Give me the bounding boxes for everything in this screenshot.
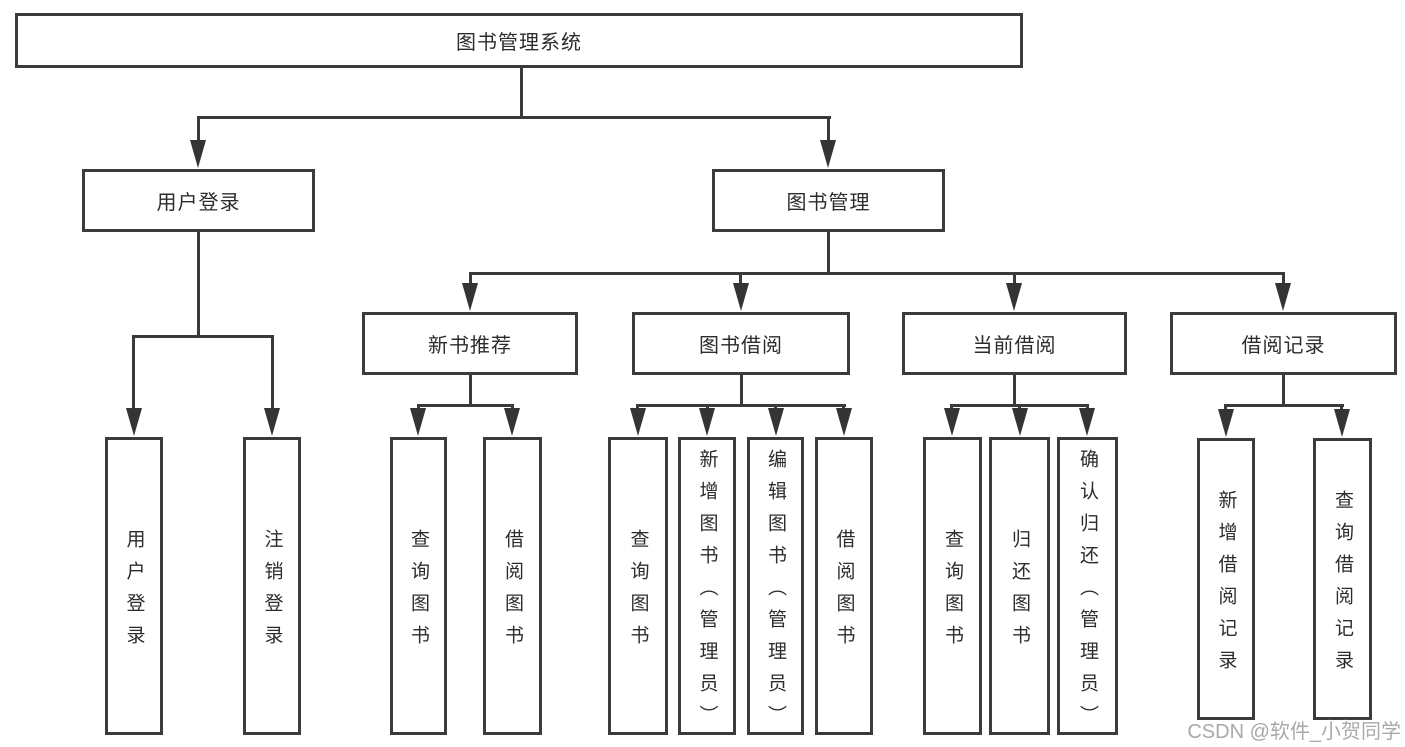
edge-line bbox=[1224, 404, 1344, 407]
leaf-cb-confirm-return-admin-label: 确认归还（管理员） bbox=[1077, 448, 1098, 737]
leaf-br-add-record: 新增借阅记录 bbox=[1197, 438, 1255, 720]
leaf-cb-query-books-label: 查询图书 bbox=[942, 528, 963, 657]
node-new-book-recommend-label: 新书推荐 bbox=[428, 335, 512, 357]
edge-line bbox=[827, 116, 830, 143]
leaf-user-login-label: 用户登录 bbox=[123, 528, 145, 657]
arrow-down-icon bbox=[190, 140, 206, 168]
arrow-down-icon bbox=[126, 408, 142, 436]
edge-line bbox=[1013, 272, 1016, 285]
edge-line bbox=[469, 272, 1285, 275]
leaf-br-query-record: 查询借阅记录 bbox=[1313, 438, 1372, 720]
leaf-bb-query-books: 查询图书 bbox=[608, 437, 668, 735]
edge-line bbox=[469, 272, 472, 285]
leaf-br-add-record-label: 新增借阅记录 bbox=[1215, 489, 1237, 682]
arrow-down-icon bbox=[1218, 409, 1234, 437]
arrow-down-icon bbox=[820, 140, 836, 168]
edge-line bbox=[1013, 375, 1016, 407]
arrow-down-icon bbox=[504, 408, 520, 436]
leaf-nb-query-books: 查询图书 bbox=[390, 437, 447, 735]
node-borrow-records: 借阅记录 bbox=[1170, 312, 1397, 375]
leaf-user-login: 用户登录 bbox=[105, 437, 163, 735]
edge-line bbox=[132, 335, 135, 411]
edge-line bbox=[827, 232, 830, 275]
leaf-cb-confirm-return-admin: 确认归还（管理员） bbox=[1057, 437, 1118, 737]
leaf-bb-add-books-admin-label: 新增图书（管理员） bbox=[696, 448, 718, 737]
watermark: CSDN @软件_小贺同学 bbox=[1187, 721, 1401, 743]
arrow-down-icon bbox=[630, 408, 646, 436]
leaf-bb-edit-books-admin: 编辑图书（管理员） bbox=[747, 437, 804, 737]
leaf-cb-query-books: 查询图书 bbox=[923, 437, 982, 735]
edge-line bbox=[197, 116, 831, 119]
edge-line bbox=[271, 335, 274, 411]
arrow-down-icon bbox=[699, 408, 715, 436]
leaf-bb-query-books-label: 查询图书 bbox=[627, 528, 649, 657]
leaf-cb-return-books: 归还图书 bbox=[989, 437, 1050, 735]
arrow-down-icon bbox=[768, 408, 784, 436]
arrow-down-icon bbox=[462, 283, 478, 311]
edge-line bbox=[1224, 404, 1227, 413]
arrow-down-icon bbox=[1275, 283, 1291, 311]
node-book-management: 图书管理 bbox=[712, 169, 945, 232]
node-new-book-recommend: 新书推荐 bbox=[362, 312, 578, 375]
arrow-down-icon bbox=[1012, 408, 1028, 436]
edge-line bbox=[417, 404, 514, 407]
arrow-down-icon bbox=[1079, 408, 1095, 436]
leaf-logout: 注销登录 bbox=[243, 437, 301, 735]
leaf-bb-edit-books-admin-label: 编辑图书（管理员） bbox=[765, 448, 786, 737]
edge-line bbox=[636, 404, 846, 407]
leaf-bb-add-books-admin: 新增图书（管理员） bbox=[678, 437, 736, 737]
node-current-borrow-label: 当前借阅 bbox=[972, 335, 1057, 357]
edge-line bbox=[1282, 272, 1285, 285]
node-root: 图书管理系统 bbox=[15, 13, 1023, 68]
node-current-borrow: 当前借阅 bbox=[902, 312, 1127, 375]
node-book-borrow: 图书借阅 bbox=[632, 312, 850, 375]
edge-line bbox=[739, 272, 742, 285]
node-root-label: 图书管理系统 bbox=[456, 32, 582, 54]
leaf-cb-return-books-label: 归还图书 bbox=[1009, 528, 1030, 657]
edge-line bbox=[197, 116, 200, 143]
edge-line bbox=[197, 232, 200, 338]
arrow-down-icon bbox=[944, 408, 960, 436]
edge-line bbox=[469, 375, 472, 407]
node-borrow-records-label: 借阅记录 bbox=[1241, 335, 1326, 357]
arrow-down-icon bbox=[1006, 283, 1022, 311]
node-user-login: 用户登录 bbox=[82, 169, 315, 232]
edge-line bbox=[520, 68, 523, 119]
arrow-down-icon bbox=[836, 408, 852, 436]
leaf-bb-borrow-books: 借阅图书 bbox=[815, 437, 873, 735]
leaf-nb-borrow-books-label: 借阅图书 bbox=[502, 528, 523, 657]
leaf-logout-label: 注销登录 bbox=[261, 528, 283, 657]
leaf-nb-query-books-label: 查询图书 bbox=[408, 528, 429, 657]
arrow-down-icon bbox=[733, 283, 749, 311]
leaf-nb-borrow-books: 借阅图书 bbox=[483, 437, 542, 735]
edge-line bbox=[1282, 375, 1285, 407]
leaf-br-query-record-label: 查询借阅记录 bbox=[1332, 489, 1353, 682]
edge-line bbox=[740, 375, 743, 407]
arrow-down-icon bbox=[1334, 409, 1350, 437]
leaf-bb-borrow-books-label: 借阅图书 bbox=[833, 528, 855, 657]
node-user-login-label: 用户登录 bbox=[156, 192, 241, 214]
arrow-down-icon bbox=[410, 408, 426, 436]
arrow-down-icon bbox=[264, 408, 280, 436]
node-book-management-label: 图书管理 bbox=[786, 192, 871, 214]
edge-line bbox=[1340, 404, 1343, 413]
edge-line bbox=[132, 335, 274, 338]
node-book-borrow-label: 图书借阅 bbox=[699, 335, 783, 357]
